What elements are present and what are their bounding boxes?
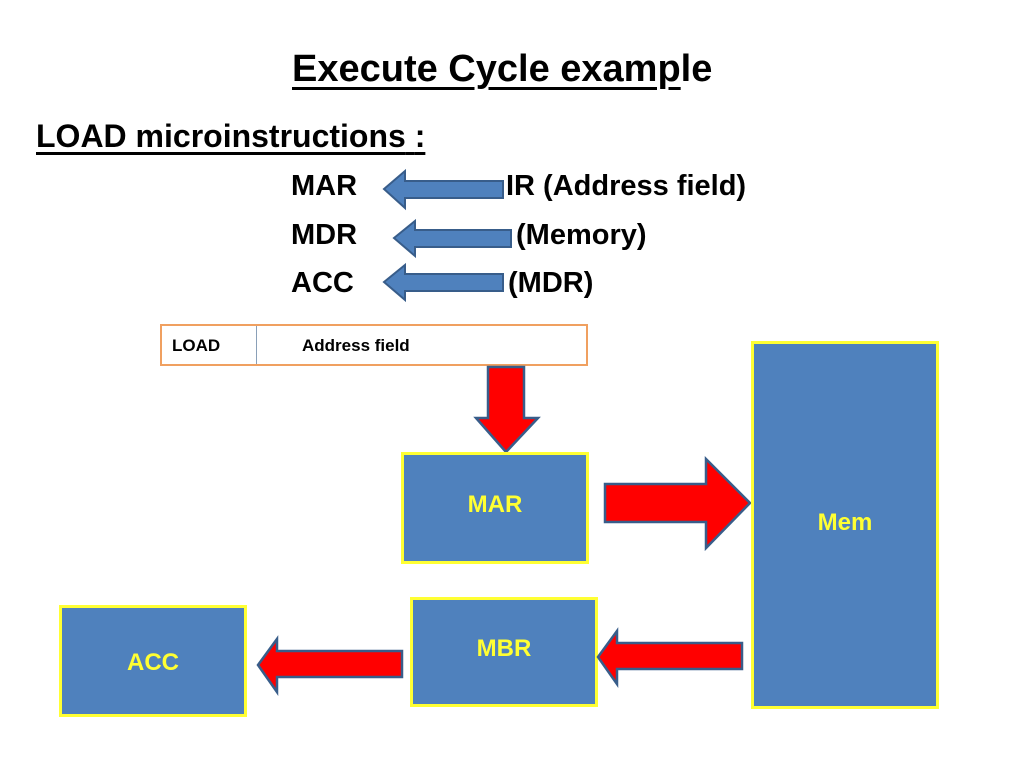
mar-block: MAR — [401, 452, 589, 564]
title-main: Execute Cycle examp — [292, 48, 681, 90]
acc-block: ACC — [59, 605, 247, 717]
micro-source-1: IR (Address field) — [506, 170, 747, 202]
micro-dest-3: ACC — [291, 267, 354, 299]
blue-arrow-left-icon — [382, 262, 504, 303]
micro-dest-1: MAR — [291, 170, 358, 202]
memory-label: Mem — [817, 509, 873, 536]
ir-address-field: Address field — [302, 336, 410, 355]
micro-source-2: (Memory) — [516, 219, 647, 251]
section-heading-text: LOAD microinstructions — [36, 118, 406, 154]
micro-dest-2: MDR — [291, 219, 358, 251]
blue-arrow-left-icon — [382, 168, 504, 211]
mbr-label: MBR — [476, 635, 532, 662]
mbr-block: MBR — [410, 597, 598, 707]
title-tail: le — [680, 48, 713, 90]
mar-label: MAR — [467, 491, 523, 518]
micro-source-3: (MDR) — [508, 267, 594, 299]
red-arrow-down-icon — [473, 365, 541, 454]
section-heading: LOAD microinstructions : — [36, 114, 425, 158]
red-arrow-left-icon — [256, 635, 404, 696]
instruction-register: LOAD Address field — [160, 324, 588, 366]
section-heading-colon: : — [414, 118, 426, 154]
red-arrow-left-icon — [596, 627, 744, 688]
red-arrow-right-icon — [603, 455, 752, 552]
slide-title: Execute Cycle example — [292, 44, 712, 94]
blue-arrow-left-icon — [392, 218, 512, 259]
acc-label: ACC — [127, 649, 179, 676]
memory-block: Mem — [751, 341, 939, 709]
ir-opcode: LOAD — [162, 326, 257, 364]
